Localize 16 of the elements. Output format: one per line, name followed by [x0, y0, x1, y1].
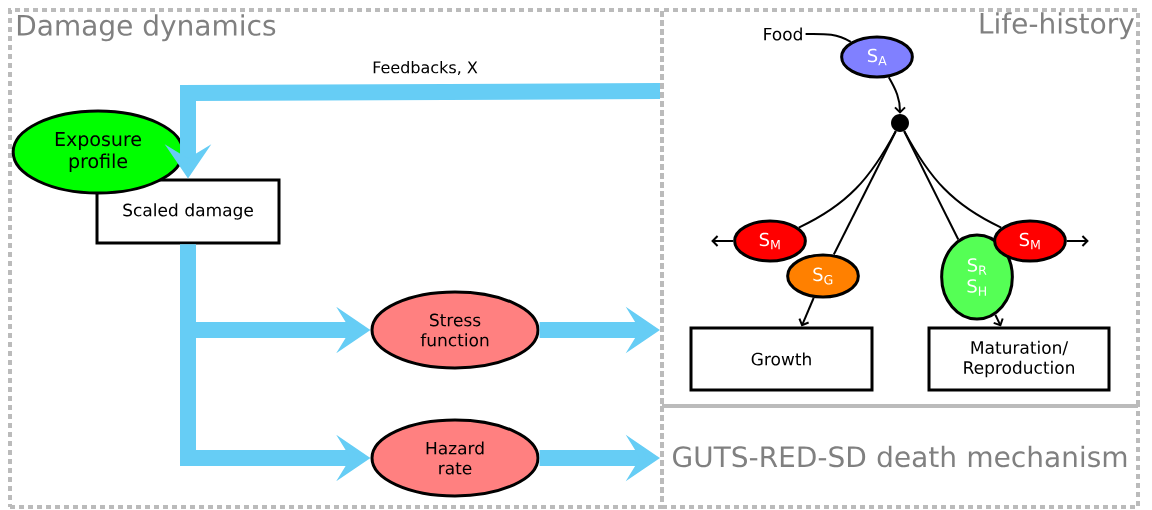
panel: GUTS-RED-SD death mechanism [660, 404, 1140, 509]
arrow [798, 296, 815, 327]
connector-line [903, 130, 1003, 229]
arrow [887, 76, 906, 114]
arrow [711, 235, 735, 247]
text-label: Food [764, 27, 802, 41]
process-box: Scaled damage [95, 178, 281, 245]
process-box: Maturation/ Reproduction [927, 326, 1111, 392]
connector-line [832, 130, 897, 256]
connector-line [804, 32, 852, 43]
process-box: Growth [689, 326, 874, 392]
junction-dot [891, 114, 909, 132]
arrow [1065, 235, 1089, 247]
connector-line [797, 130, 897, 229]
arrow [992, 313, 1004, 327]
edge-label: Feedbacks, X [370, 59, 480, 77]
